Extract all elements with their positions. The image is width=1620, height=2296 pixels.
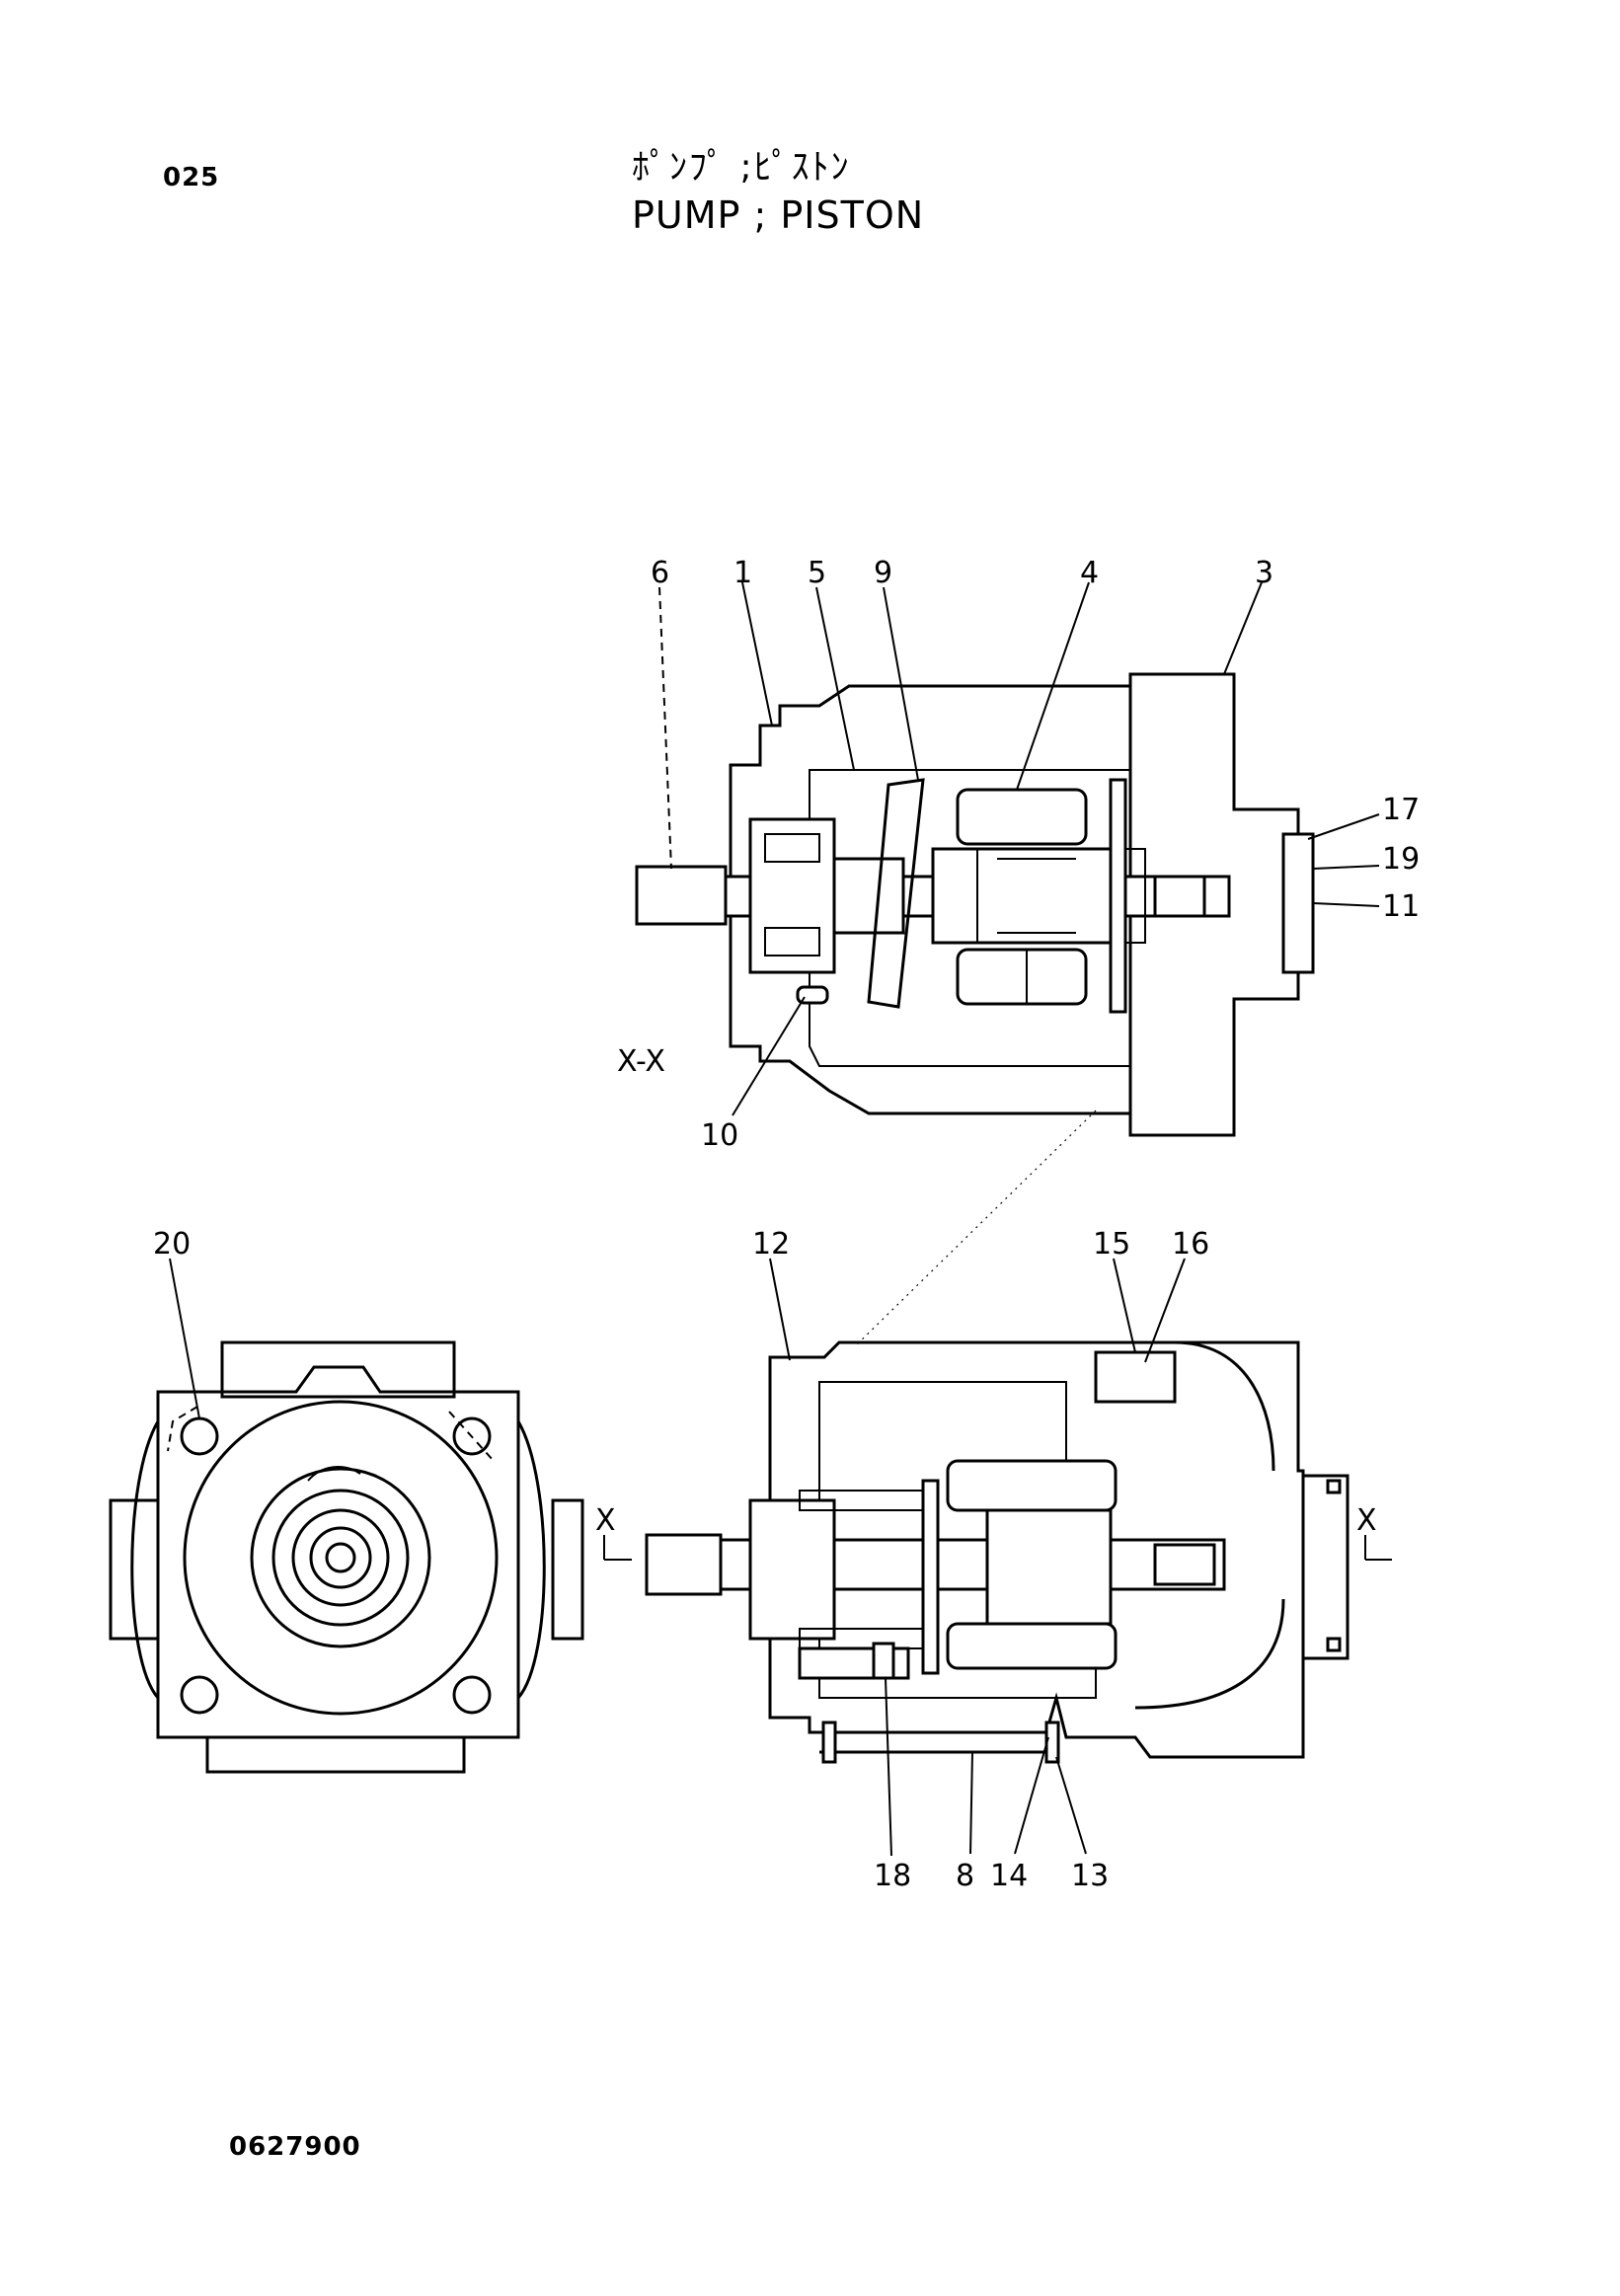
title-english: PUMP ; PISTON (632, 193, 925, 237)
callout-13: 13 (1071, 1859, 1109, 1893)
view-link-line (853, 1110, 1097, 1348)
section-mark-right: X (1356, 1503, 1377, 1538)
page-number: 025 (163, 163, 220, 192)
drawing-code: 0627900 (229, 2132, 361, 2162)
callout-9: 9 (874, 556, 892, 590)
callout-12: 12 (752, 1227, 790, 1262)
callout-leaders (169, 581, 1380, 1857)
callout-11: 11 (1382, 889, 1420, 924)
callout-5: 5 (808, 556, 826, 590)
callout-16: 16 (1172, 1227, 1209, 1262)
callout-18: 18 (874, 1859, 911, 1893)
callout-20: 20 (153, 1227, 191, 1262)
section-mark-left: X (595, 1503, 616, 1538)
end-view (109, 1340, 584, 1774)
callout-numbers: 6 1 5 9 4 3 17 19 11 10 20 12 15 16 18 8… (153, 556, 1420, 1893)
callout-15: 15 (1093, 1227, 1130, 1262)
callout-8: 8 (956, 1859, 974, 1893)
callout-6: 6 (651, 556, 669, 590)
callout-17: 17 (1382, 793, 1420, 827)
section-view-xx (635, 672, 1315, 1137)
callout-1: 1 (733, 556, 752, 590)
section-marks: X X (595, 1503, 1392, 1561)
side-section-view (645, 1340, 1350, 1764)
callout-14: 14 (990, 1859, 1028, 1893)
callout-3: 3 (1255, 556, 1273, 590)
title-japanese: ﾎﾟﾝﾌﾟ ;ﾋﾟｽﾄﾝ (632, 147, 851, 188)
callout-10: 10 (701, 1118, 738, 1153)
callout-19: 19 (1382, 842, 1420, 877)
callout-4: 4 (1080, 556, 1099, 590)
section-label: X-X (617, 1044, 665, 1079)
